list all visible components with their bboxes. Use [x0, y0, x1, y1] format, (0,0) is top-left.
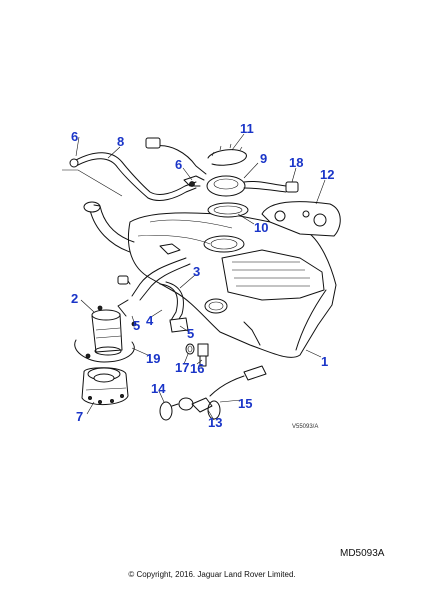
callout-5b: 5 — [187, 326, 195, 341]
fuel-pump-drawing — [74, 305, 135, 363]
callout-8: 8 — [117, 134, 125, 149]
callout-2: 2 — [71, 291, 79, 306]
callout-16: 16 — [190, 361, 205, 376]
callout-19: 19 — [146, 351, 161, 366]
drawing-reference-code: V55093/A — [292, 424, 319, 430]
swirl-pot-drawing — [117, 235, 245, 333]
pump-housing-drawing — [81, 367, 129, 405]
callout-1: 1 — [321, 354, 329, 369]
callout-15: 15 — [238, 396, 253, 411]
callout-14: 14 — [151, 381, 166, 396]
callout-4: 4 — [146, 313, 154, 328]
callout-12: 12 — [320, 167, 335, 182]
copyright-notice: © Copyright, 2016. Jaguar Land Rover Lim… — [128, 570, 296, 579]
diagram-id: MD5093A — [340, 548, 385, 559]
leader-lines — [75, 133, 326, 421]
callout-17: 17 — [175, 360, 190, 375]
callout-5a: 5 — [133, 318, 141, 333]
callout-11: 11 — [240, 121, 254, 136]
callout-10: 10 — [254, 220, 269, 235]
callout-18: 18 — [289, 155, 304, 170]
callout-7: 7 — [76, 409, 84, 424]
callout-9: 9 — [260, 151, 268, 166]
callout-3: 3 — [193, 264, 201, 279]
callout-6b: 6 — [175, 157, 183, 172]
fuel-tank-drawing — [83, 201, 337, 358]
fittings-drawing — [159, 343, 267, 421]
callout-13: 13 — [208, 415, 223, 430]
pump-flange-drawing — [145, 137, 341, 237]
vent-hose-drawing — [62, 152, 197, 201]
callout-6a: 6 — [71, 129, 79, 144]
